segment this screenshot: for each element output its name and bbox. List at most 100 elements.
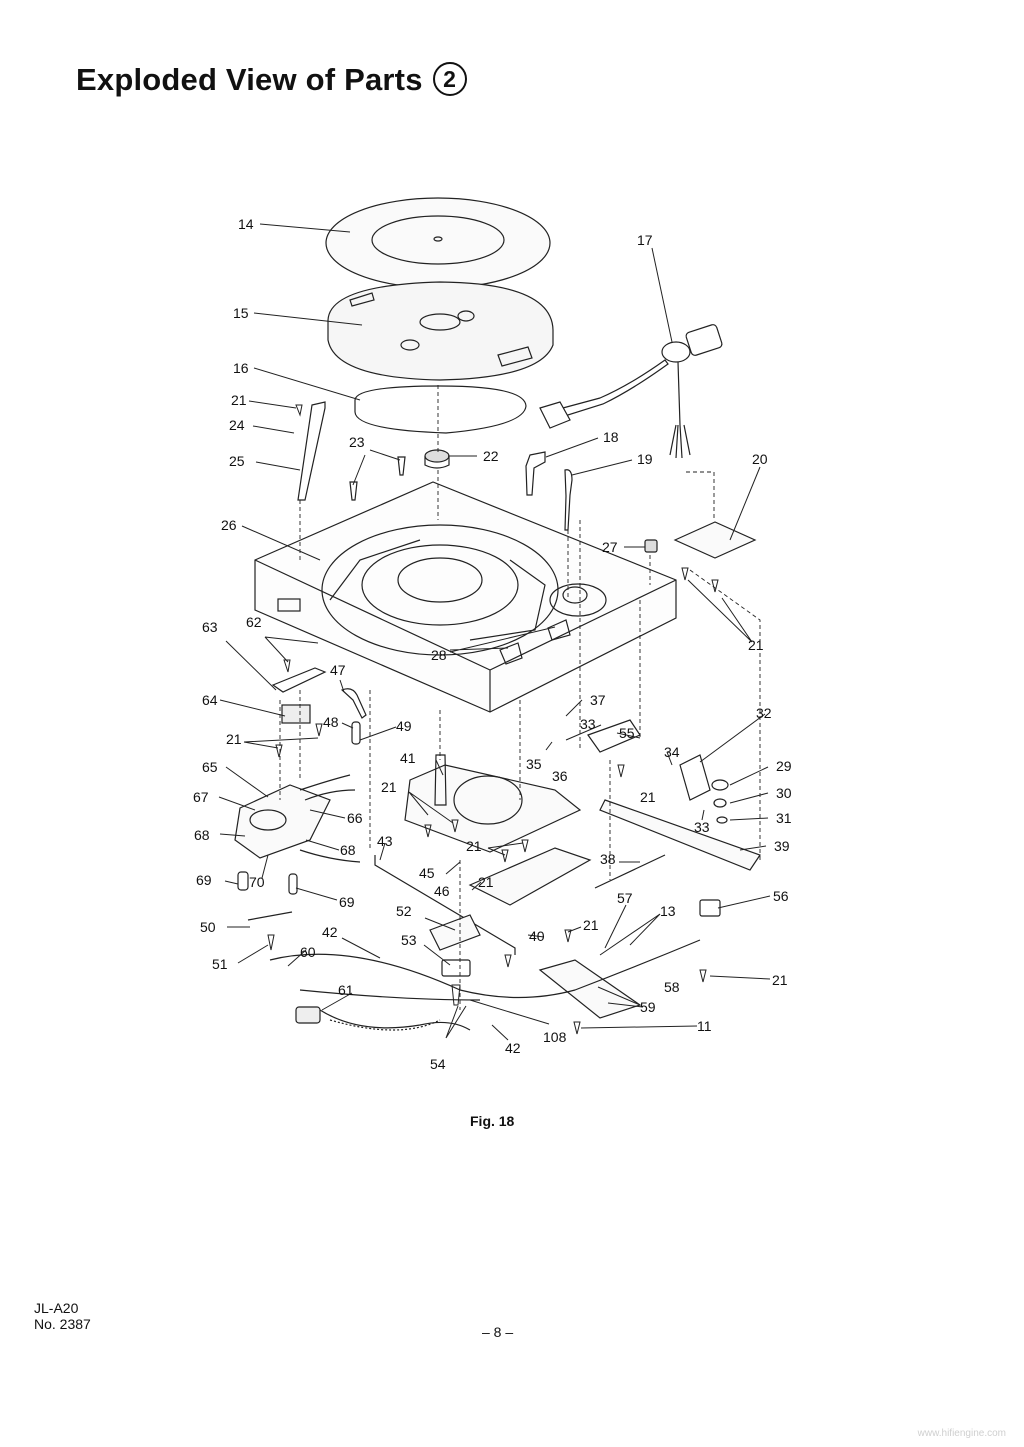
leader-lines	[218, 223, 771, 1041]
part-label-17: 17	[637, 232, 653, 248]
terminal-plate	[538, 959, 642, 1019]
part-label-21-c: 21	[226, 731, 242, 747]
part-label-53: 53	[401, 932, 417, 948]
part-label-68-a: 68	[194, 827, 210, 843]
part-label-55: 55	[619, 725, 635, 741]
document-number: No. 2387	[34, 1316, 91, 1332]
part-label-41: 41	[400, 750, 416, 766]
model-number: JL-A20	[34, 1300, 79, 1316]
part-label-14: 14	[238, 216, 254, 232]
part-label-40: 40	[529, 928, 545, 944]
part-label-21-a: 21	[231, 392, 247, 408]
part-label-67: 67	[193, 789, 209, 805]
part-label-28: 28	[431, 647, 447, 663]
diagram-drawing	[234, 197, 761, 1035]
screws	[267, 404, 719, 1035]
cueing-lever	[525, 451, 546, 496]
part-label-34: 34	[664, 744, 680, 760]
part-label-51: 51	[212, 956, 228, 972]
part-label-57: 57	[617, 890, 633, 906]
part-label-45: 45	[419, 865, 435, 881]
part-label-68-b: 68	[340, 842, 356, 858]
watermark: www.hifiengine.com	[917, 1428, 1006, 1439]
part-label-23: 23	[349, 434, 365, 450]
part-labels: 14 15 16 17 18 19 20 21 24 25 23 22 26 2…	[193, 216, 792, 1072]
part-label-59: 59	[640, 999, 656, 1015]
part-label-13: 13	[660, 903, 676, 919]
part-label-21-i: 21	[772, 972, 788, 988]
part-label-21-d: 21	[640, 789, 656, 805]
part-label-48: 48	[323, 714, 339, 730]
arm-rest	[564, 469, 573, 531]
part-label-39: 39	[774, 838, 790, 854]
part-label-35: 35	[526, 756, 542, 772]
figure-caption: Fig. 18	[470, 1113, 515, 1129]
bracket-25	[297, 401, 326, 501]
gear-plate	[404, 754, 582, 853]
model-info: JL-A20 No. 2387	[34, 1300, 91, 1332]
part-label-22: 22	[483, 448, 499, 464]
slider-39	[599, 799, 761, 871]
part-label-19: 19	[637, 451, 653, 467]
drive-belt	[354, 385, 527, 434]
part-label-37: 37	[590, 692, 606, 708]
part-label-62: 62	[246, 614, 262, 630]
part-label-20: 20	[752, 451, 768, 467]
part-label-21-f: 21	[466, 838, 482, 854]
part-label-46: 46	[434, 883, 450, 899]
power-cord	[269, 939, 701, 1031]
part-label-63: 63	[202, 619, 218, 635]
pc-board	[673, 521, 757, 559]
part-label-42-a: 42	[322, 924, 338, 940]
part-label-49: 49	[396, 718, 412, 734]
part-label-36: 36	[552, 768, 568, 784]
knob	[644, 539, 658, 553]
part-label-64: 64	[202, 692, 218, 708]
part-label-21-e: 21	[381, 779, 397, 795]
part-label-18: 18	[603, 429, 619, 445]
part-label-21-b: 21	[748, 637, 764, 653]
page-number: – 8 –	[482, 1324, 514, 1340]
part-label-58: 58	[664, 979, 680, 995]
part-label-32: 32	[756, 705, 772, 721]
part-label-33-b: 33	[694, 819, 710, 835]
part-label-69-b: 69	[339, 894, 355, 910]
part-label-33-a: 33	[580, 716, 596, 732]
part-label-69-a: 69	[196, 872, 212, 888]
part-label-21-g: 21	[478, 874, 494, 890]
part-label-26: 26	[221, 517, 237, 533]
part-label-16: 16	[233, 360, 249, 376]
part-label-47: 47	[330, 662, 346, 678]
spindle-block	[424, 449, 450, 463]
part-label-65: 65	[202, 759, 218, 775]
platter	[327, 281, 554, 381]
part-label-24: 24	[229, 417, 245, 433]
part-label-61: 61	[338, 982, 354, 998]
rod-43	[374, 855, 516, 955]
part-label-54: 54	[430, 1056, 446, 1072]
part-label-15: 15	[233, 305, 249, 321]
cabinet	[254, 481, 677, 713]
section-number-badge: 2	[432, 62, 467, 96]
part-label-25: 25	[229, 453, 245, 469]
switch-bracket	[271, 667, 327, 693]
part-label-60: 60	[300, 944, 316, 960]
part-label-43: 43	[377, 833, 393, 849]
record-mat	[325, 197, 551, 289]
part-label-30: 30	[776, 785, 792, 801]
part-label-42-b: 42	[505, 1040, 521, 1056]
part-label-38: 38	[600, 851, 616, 867]
part-label-11: 11	[697, 1018, 712, 1034]
part-label-50: 50	[200, 919, 216, 935]
part-label-56: 56	[773, 888, 789, 904]
part-label-108: 108	[543, 1029, 567, 1045]
tonearm	[539, 324, 723, 459]
part-label-27: 27	[602, 539, 618, 555]
part-label-21-h: 21	[583, 917, 599, 933]
part-label-31: 31	[776, 810, 792, 826]
control-board	[468, 847, 592, 906]
part-label-52: 52	[396, 903, 412, 919]
part-label-66: 66	[347, 810, 363, 826]
